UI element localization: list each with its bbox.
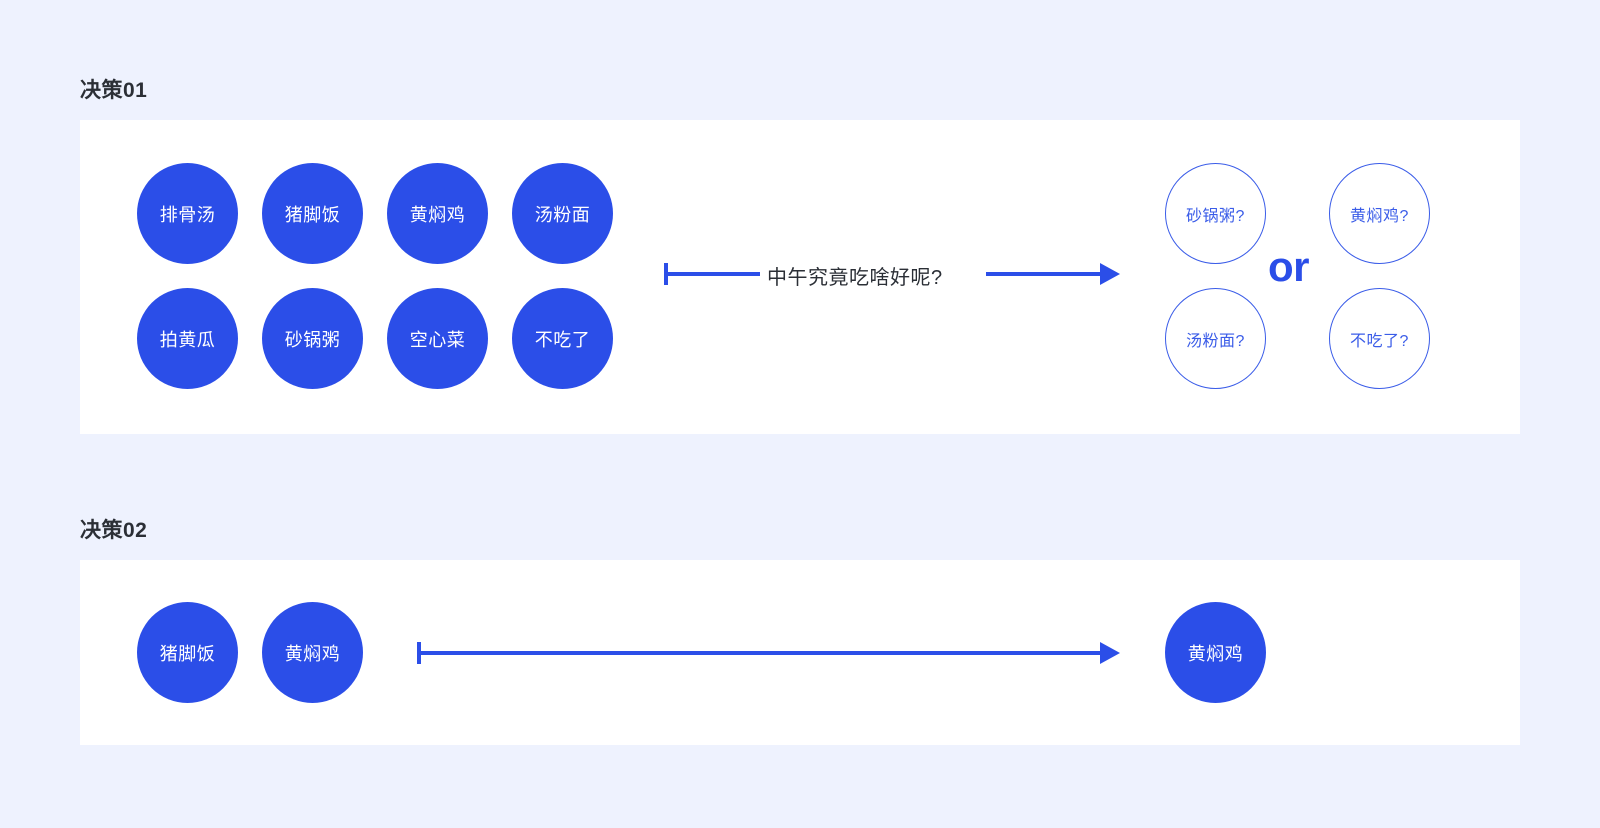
option-circle[interactable]: 空心菜 <box>387 288 488 389</box>
option-circle[interactable]: 不吃了 <box>512 288 613 389</box>
or-connector-label: or <box>1268 243 1310 290</box>
arrow-label: 中午究竟吃啥好呢? <box>767 267 943 289</box>
option-circle[interactable]: 砂锅粥 <box>262 288 363 389</box>
option-circle[interactable]: 黄焖鸡 <box>262 602 363 703</box>
decision-panel-01: 排骨汤 猪脚饭 黄焖鸡 汤粉面 拍黄瓜 砂锅粥 空心菜 不吃了 中午究竟吃啥好呢… <box>80 120 1520 434</box>
arrow-head-icon <box>1100 263 1120 285</box>
section-label-02: 决策02 <box>80 519 148 542</box>
option-circle[interactable]: 猪脚饭 <box>137 602 238 703</box>
option-circle[interactable]: 黄焖鸡 <box>387 163 488 264</box>
result-circle[interactable]: 不吃了? <box>1329 288 1430 389</box>
option-circle[interactable]: 拍黄瓜 <box>137 288 238 389</box>
arrow-line <box>417 651 1100 655</box>
option-circle[interactable]: 猪脚饭 <box>262 163 363 264</box>
section-label-01: 决策01 <box>80 79 148 102</box>
decision-panel-02: 猪脚饭 黄焖鸡 黄焖鸡 <box>80 560 1520 745</box>
option-circle[interactable]: 排骨汤 <box>137 163 238 264</box>
arrow-line-right <box>986 272 1100 276</box>
result-circle[interactable]: 汤粉面? <box>1165 288 1266 389</box>
result-circle[interactable]: 黄焖鸡? <box>1329 163 1430 264</box>
result-circle[interactable]: 砂锅粥? <box>1165 163 1266 264</box>
result-circle[interactable]: 黄焖鸡 <box>1165 602 1266 703</box>
arrow-line-left <box>664 272 760 276</box>
arrow-head-icon <box>1100 642 1120 664</box>
option-circle[interactable]: 汤粉面 <box>512 163 613 264</box>
